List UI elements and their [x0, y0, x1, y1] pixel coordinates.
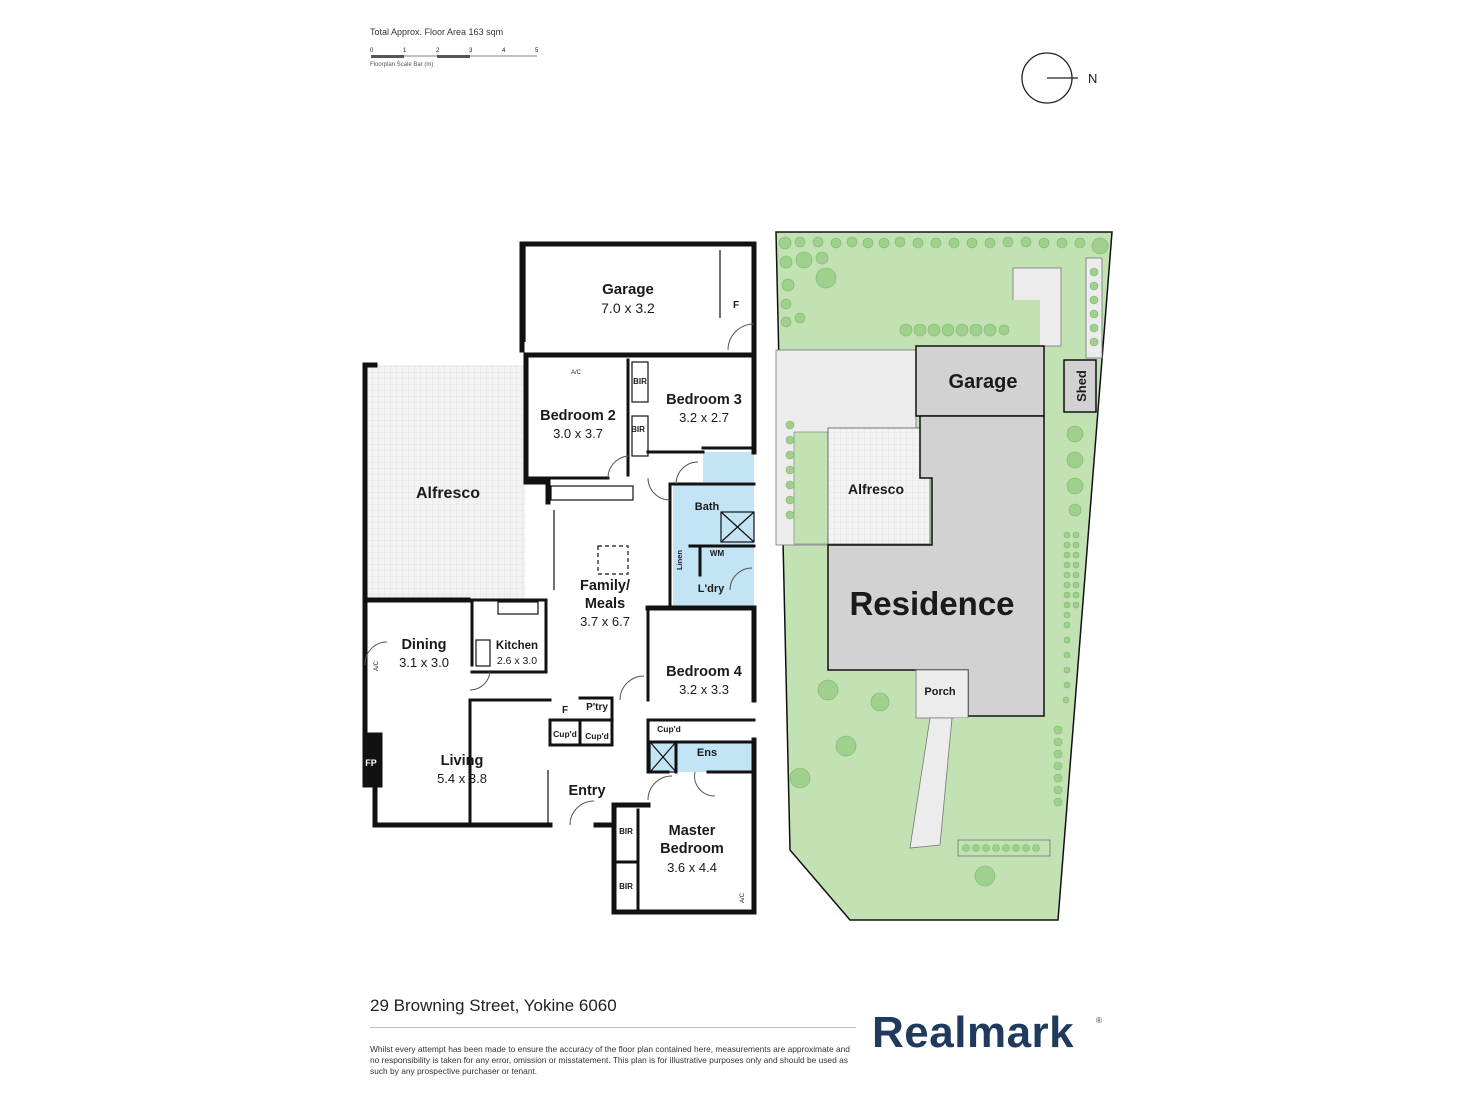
- scale-bar-label: Floorplan Scale Bar (m): [370, 62, 434, 68]
- washing-machine-label: WM: [710, 549, 725, 558]
- garage-dims: 7.0 x 3.2: [601, 300, 655, 316]
- scale-tick-0: 0: [370, 48, 374, 54]
- garage-label: Garage: [602, 281, 654, 298]
- dining-label: Dining: [401, 637, 446, 653]
- floor-area-caption: Total Approx. Floor Area 163 sqm: [370, 27, 504, 37]
- site-alfresco-label: Alfresco: [848, 481, 904, 497]
- bedroom2-ac-label: A/C: [571, 370, 582, 376]
- bedroom3-label: Bedroom 3: [666, 392, 742, 408]
- master-ac-label: A/C: [740, 892, 746, 903]
- garage-fridge-label: F: [733, 300, 739, 311]
- bedroom2-dims: 3.0 x 3.7: [553, 426, 603, 441]
- kitchen-label: Kitchen: [496, 640, 538, 652]
- cupboard-label-2: Cup'd: [585, 731, 609, 741]
- kitchen-dims: 2.6 x 3.0: [497, 655, 537, 667]
- bedroom4-label: Bedroom 4: [666, 664, 742, 680]
- bir-label-bed2: BIR: [633, 377, 647, 386]
- site-porch-label: Porch: [924, 686, 955, 698]
- kitchen-fridge-label: F: [562, 705, 568, 716]
- site-plan: Garage Shed Alfresco Residence Porch: [775, 231, 1113, 921]
- laundry-label: L'dry: [698, 583, 725, 595]
- living-label: Living: [441, 753, 484, 769]
- dining-dims: 3.1 x 3.0: [399, 655, 449, 670]
- alfresco-paving: [365, 365, 525, 600]
- registered-mark: ®: [1096, 1016, 1102, 1025]
- entry-label: Entry: [568, 783, 605, 799]
- alfresco-label: Alfresco: [416, 485, 480, 502]
- scale-tick-4: 4: [502, 48, 506, 54]
- scale-tick-3: 3: [469, 48, 473, 54]
- north-compass-icon: N: [1021, 52, 1097, 104]
- scale-tick-2: 2: [436, 48, 440, 54]
- residence-footprint: [827, 415, 1045, 717]
- floor-plan: Garage 7.0 x 3.2 F Bedroom 2 3.0 x 3.7 A…: [362, 241, 757, 915]
- fireplace-label: FP: [365, 758, 377, 768]
- scale-tick-5: 5: [535, 48, 539, 54]
- site-shed-label: Shed: [1074, 370, 1089, 402]
- pantry-label: P'try: [586, 702, 608, 713]
- site-garage-label: Garage: [949, 371, 1018, 393]
- bedroom4-dims: 3.2 x 3.3: [679, 682, 729, 697]
- cupboard-label-1: Cup'd: [553, 729, 577, 739]
- master-label-line2: Bedroom: [660, 841, 724, 857]
- disclaimer-text: Whilst every attempt has been made to en…: [370, 1044, 850, 1076]
- linen-label: Linen: [675, 550, 684, 570]
- site-residence-label: Residence: [849, 585, 1014, 622]
- master-dims: 3.6 x 4.4: [667, 860, 717, 875]
- scale-bar: 0 1 2 3 4 5: [370, 48, 539, 58]
- property-address: 29 Browning Street, Yokine 6060: [370, 996, 617, 1015]
- bedroom2-label: Bedroom 2: [540, 408, 616, 424]
- family-label-line2: Meals: [585, 596, 625, 612]
- bedroom3-dims: 3.2 x 2.7: [679, 410, 729, 425]
- bir-label-master-1: BIR: [619, 827, 633, 836]
- family-label-line1: Family/: [580, 578, 630, 594]
- master-label-line1: Master: [669, 823, 716, 839]
- bir-label-bed3: BIR: [631, 425, 645, 434]
- compass-north-label: N: [1088, 71, 1097, 86]
- dining-ac-label: A/C: [374, 660, 380, 671]
- realmark-logo: Realmark: [872, 1008, 1075, 1057]
- living-dims: 5.4 x 3.8: [437, 771, 487, 786]
- bir-label-master-2: BIR: [619, 882, 633, 891]
- tree-icons: [778, 236, 1109, 887]
- ensuite-label: Ens: [697, 747, 717, 759]
- family-dims: 3.7 x 6.7: [580, 614, 630, 629]
- scale-tick-1: 1: [403, 48, 407, 54]
- footer-divider: [370, 1027, 856, 1028]
- cupboard-label-3: Cup'd: [657, 724, 681, 734]
- bath-label: Bath: [695, 501, 720, 513]
